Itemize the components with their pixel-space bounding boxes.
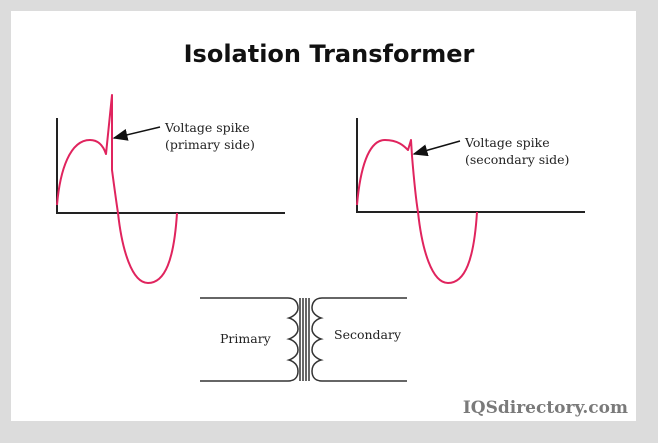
transformer-core <box>299 298 310 381</box>
secondary-spike-label-line1: Voltage spike <box>464 135 550 150</box>
secondary-axes <box>356 118 585 213</box>
primary-waveform-graph: Voltage spike (primary side) <box>56 94 285 284</box>
secondary-spike-label-line2: (secondary side) <box>465 152 569 167</box>
primary-winding <box>200 297 299 382</box>
primary-spike-label-line2: (primary side) <box>165 137 255 152</box>
primary-spike-label-line1: Voltage spike <box>164 120 250 135</box>
diagram-card <box>11 11 636 421</box>
secondary-label: Secondary <box>334 327 402 342</box>
primary-axes <box>56 118 285 214</box>
primary-spike-arrow <box>112 126 161 141</box>
primary-label: Primary <box>220 331 272 346</box>
secondary-spike-arrow <box>412 140 461 157</box>
primary-waveform <box>56 94 178 284</box>
secondary-waveform <box>356 139 478 284</box>
secondary-winding <box>311 297 407 382</box>
transformer-symbol: Primary Secondary <box>200 297 407 382</box>
watermark-logo: IQSdirectory.com <box>463 398 628 418</box>
diagram-title: Isolation Transformer <box>184 40 475 68</box>
secondary-waveform-graph: Voltage spike (secondary side) <box>356 118 585 284</box>
